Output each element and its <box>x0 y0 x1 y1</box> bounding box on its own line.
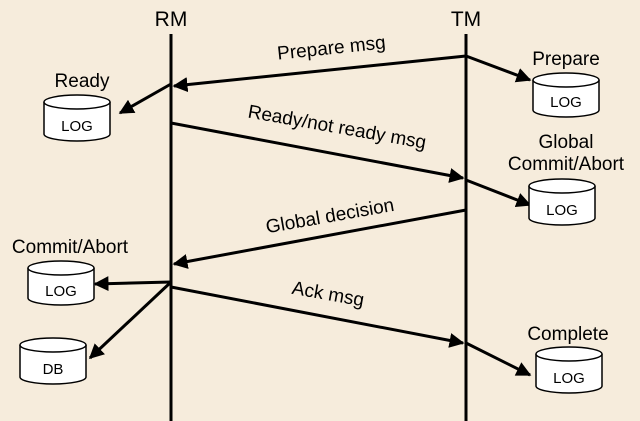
tm-global-log-label: LOG <box>546 202 578 219</box>
tm-complete-log-store: LOG <box>535 346 603 394</box>
tm-label: TM <box>451 8 481 31</box>
rm-db-label: DB <box>43 361 64 378</box>
rm-ready-note: Ready <box>55 71 110 92</box>
ack-msg-arrow <box>170 285 465 348</box>
tm-global-log-arrow <box>465 178 532 208</box>
rm-db-store: DB <box>19 337 87 385</box>
tm-complete-note: Complete <box>527 324 608 345</box>
ready-msg-label: Ready/not ready msg <box>246 102 427 154</box>
tm-global-log-store: LOG <box>528 178 596 226</box>
tm-prepare-log-store: LOG <box>532 72 600 118</box>
tm-global-note-line1: Global <box>539 132 594 153</box>
prepare-msg-label: Prepare msg <box>276 32 386 64</box>
tm-complete-log-arrow <box>465 341 532 377</box>
rm-db-arrow <box>88 280 173 360</box>
ack-msg-label: Ack msg <box>290 278 365 311</box>
rm-ready-log-arrow <box>118 82 172 115</box>
prepare-msg-arrow <box>172 54 467 93</box>
tm-prepare-log-label: LOG <box>550 94 582 111</box>
ready-msg-arrow <box>170 121 465 183</box>
decision-msg-arrow <box>172 208 467 269</box>
tm-global-note-line2: Commit/Abort <box>508 154 625 175</box>
tm-prepare-note: Prepare <box>532 49 600 70</box>
rm-commit-log-store: LOG <box>27 260 95 306</box>
decision-msg-label: Global decision <box>264 195 396 238</box>
rm-commit-abort-note: Commit/Abort <box>12 237 129 258</box>
rm-ready-log-label: LOG <box>61 118 93 135</box>
rm-ready-log-store: LOG <box>43 94 111 142</box>
rm-label: RM <box>155 8 188 31</box>
tm-complete-log-label: LOG <box>553 370 585 387</box>
rm-commit-log-arrow <box>93 276 172 292</box>
tm-prepare-log-arrow <box>465 54 532 83</box>
rm-commit-log-label: LOG <box>45 283 77 300</box>
